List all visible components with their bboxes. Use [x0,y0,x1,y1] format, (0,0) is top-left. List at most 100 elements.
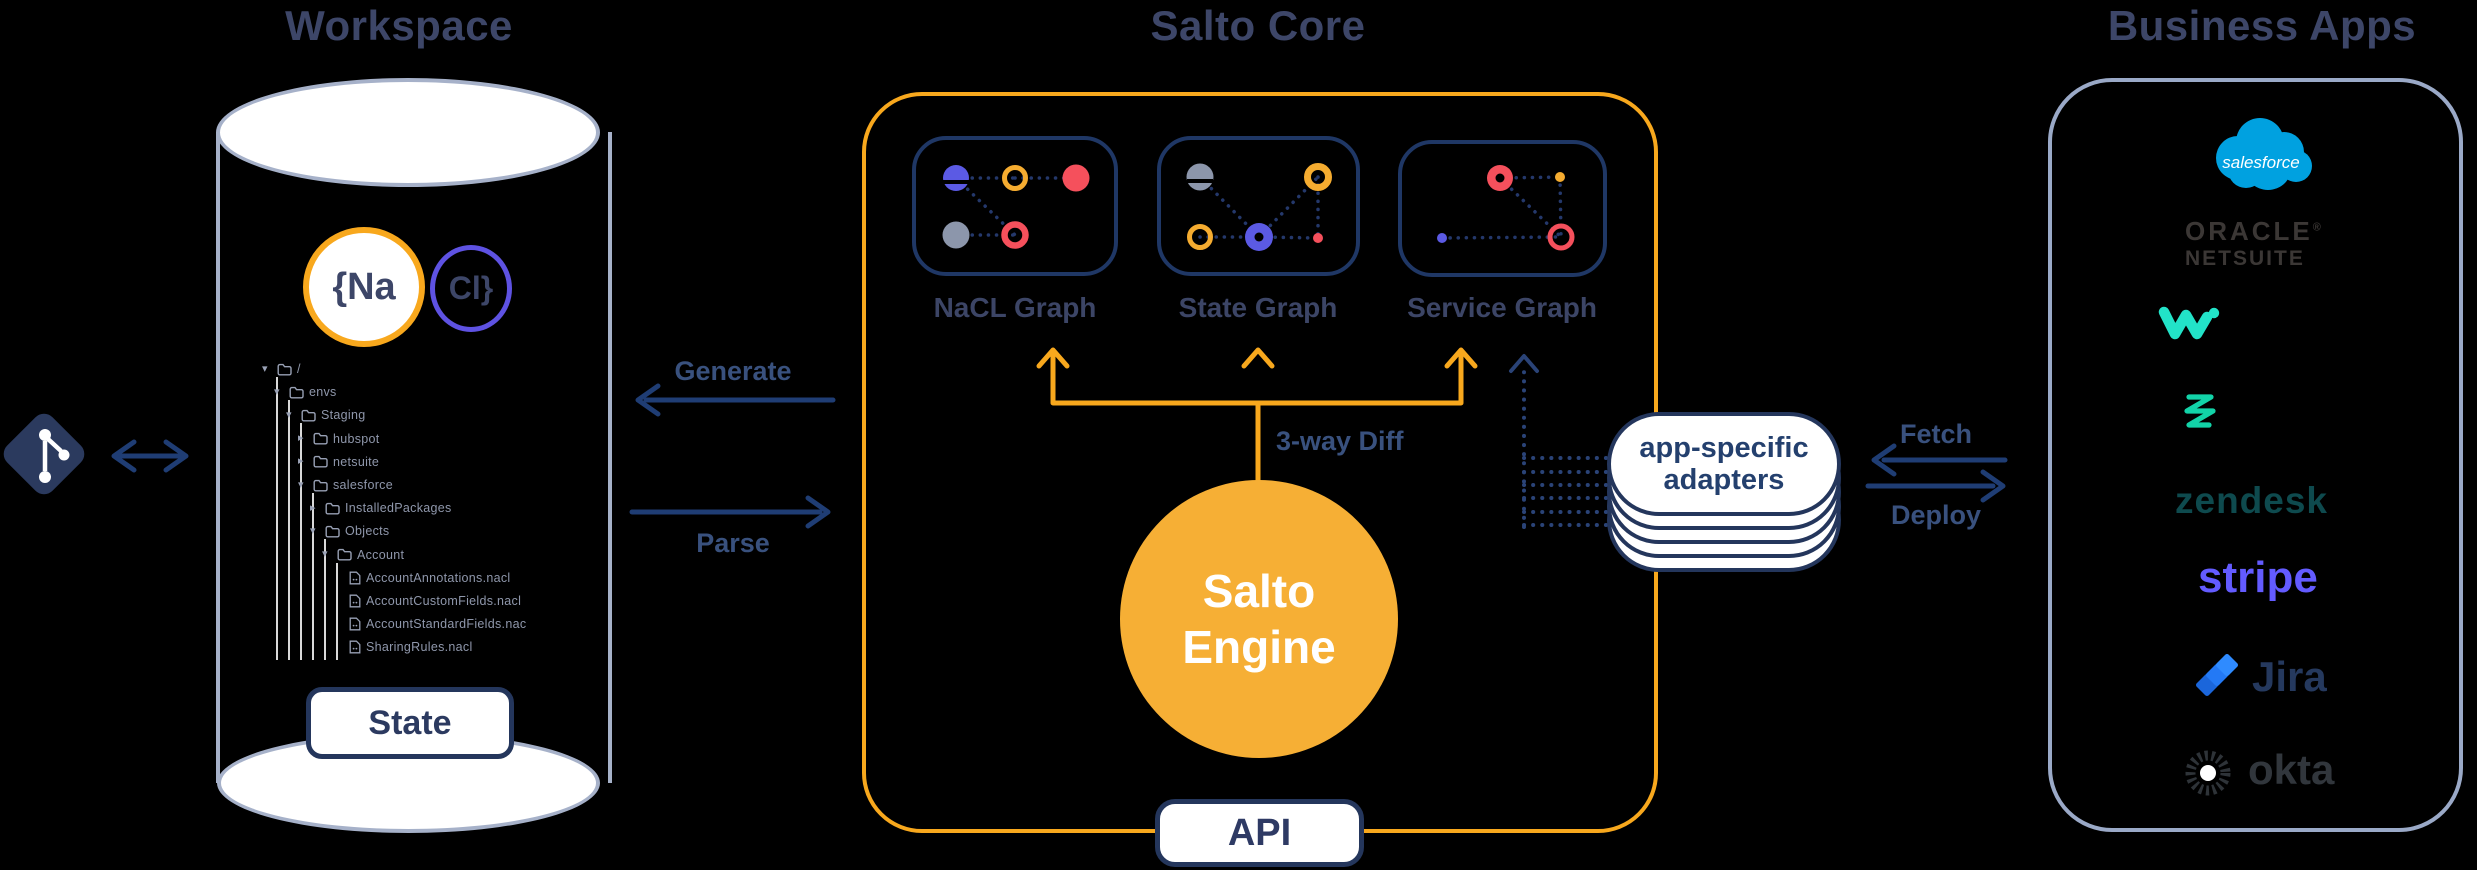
service-graph-card [1398,140,1607,277]
tree-item-label: / [297,362,301,376]
tree-item-label: netsuite [333,454,380,469]
file-icon [349,571,361,585]
cylinder-top-ellipse [216,78,600,187]
folder-icon [289,386,304,399]
stripe-wordmark: stripe [2198,553,2318,602]
deploy-arrow [1865,469,2006,503]
tree-caret: ▾ [298,478,304,491]
parse-arrow [629,495,831,529]
business-apps-title: Business Apps [2107,2,2417,49]
tree-guide-line [288,400,290,660]
tree-guide-line [312,493,314,660]
git-icon [0,408,90,500]
folder-icon [313,456,328,468]
zuora-logo [2184,394,2216,428]
folder-icon [277,363,292,375]
tree-item-AccountAnnotations.nacl: AccountAnnotations.nacl [334,569,511,587]
tree-caret: ▾ [310,524,316,537]
tree-caret: ▾ [262,362,268,375]
git-sync-arrow [111,439,189,473]
tree-item-label: AccountStandardFields.nac [366,617,527,632]
jira-icon [2196,654,2238,696]
folder-icon [313,479,328,491]
state-graph-illustration [1186,163,1332,251]
generate-label: Generate [674,356,792,386]
jira-wordmark: Jira [2252,653,2327,700]
workspace-cylinder-body [216,132,612,783]
tree-item-envs: ▾ envs [274,383,337,401]
api-pill: API [1155,799,1364,867]
tree-item-label: hubspot [333,431,380,446]
engine-text-line2: Engine [1182,621,1336,673]
tree-item-label: SharingRules.nacl [366,640,473,655]
tree-item-Objects: ▾ Objects [310,522,389,540]
salesforce-logo: salesforce [2216,118,2312,190]
nacl-graph-illustration [942,164,1090,249]
registered-mark: ® [2312,221,2324,234]
tree-guide-line [324,539,326,660]
tree-caret: ▸ [310,501,316,514]
tree-caret: ▾ [274,385,280,398]
engine-text-line1: Salto [1202,564,1316,617]
tree-guide-line [276,377,278,660]
tree-caret: ▸ [298,455,304,468]
three-way-diff-label: 3-way Diff [1276,426,1404,456]
file-icon [349,617,361,631]
tree-item-AccountStandardFields.nac: AccountStandardFields.nac [334,615,526,633]
tree-item-label: AccountAnnotations.nacl [366,570,511,585]
tree-item-label: Account [357,547,405,562]
state-graph-card [1157,136,1360,276]
generate-arrow [635,383,836,417]
tree-item-SharingRules.nacl: SharingRules.nacl [334,638,473,656]
tree-item-Account: ▾Account [322,546,404,564]
okta-icon [2185,750,2231,796]
nacl-na-circle: {Na [303,227,425,347]
tree-guide-line [300,423,302,660]
state-graph-label: State Graph [1178,292,1338,323]
fetch-label: Fetch [1899,419,1972,449]
folder-icon [325,525,340,538]
tree-item-InstalledPackages: ▸ InstalledPackages [310,499,452,517]
state-pill: State [306,687,514,759]
service-graph-label: Service Graph [1407,292,1597,323]
parse-label: Parse [696,528,770,558]
tree-item-label: Staging [321,408,366,423]
business-apps-box [2048,78,2463,832]
salto-core-title: Salto Core [1150,2,1366,49]
tree-item-hubspot: ▸ hubspot [298,430,380,448]
folder-icon [325,502,340,515]
deploy-label: Deploy [1890,500,1982,530]
tree-item-label: salesforce [333,478,393,492]
tree-caret: ▸ [298,432,304,445]
nacl-graph-card [912,136,1118,276]
nacl-na-text: {Na [332,265,396,308]
tree-item-label: Objects [345,524,390,539]
tree-item-label: InstalledPackages [345,501,452,516]
tree-item-root: ▾/ [262,360,301,378]
adapter-pill-front: app-specific adapters [1607,412,1841,516]
salto-engine-circle: Salto Engine [1120,480,1398,758]
adapters-text-line2: adapters [1663,464,1785,496]
api-label: API [1227,811,1292,854]
tree-caret: ▾ [286,408,292,421]
tree-item-salesforce: ▾ salesforce [298,476,393,494]
git-branch-glyph [39,429,70,483]
tree-item-label: envs [309,385,337,400]
tree-item-label: AccountCustomFields.nacl [366,594,522,608]
tree-guide-line [336,562,338,660]
service-graph-illustration [1437,165,1575,251]
netsuite-wordmark: NETSUITE [2185,247,2305,270]
tree-item-Staging: ▾ Staging [286,406,366,424]
folder-icon [301,409,316,422]
salesforce-wordmark: salesforce [2222,153,2299,172]
tree-item-netsuite: ▸ netsuite [298,453,379,471]
tree-item-AccountCustomFields.nacl: AccountCustomFields.nacl [334,592,521,610]
zendesk-wordmark: zendesk [2175,480,2329,521]
folder-icon [337,548,352,561]
okta-wordmark: okta [2248,746,2335,793]
file-icon [349,594,361,608]
nacl-cl-text: Cl} [448,270,494,306]
file-icon [349,640,361,654]
oracle-wordmark: ORACLE® [2185,216,2324,246]
